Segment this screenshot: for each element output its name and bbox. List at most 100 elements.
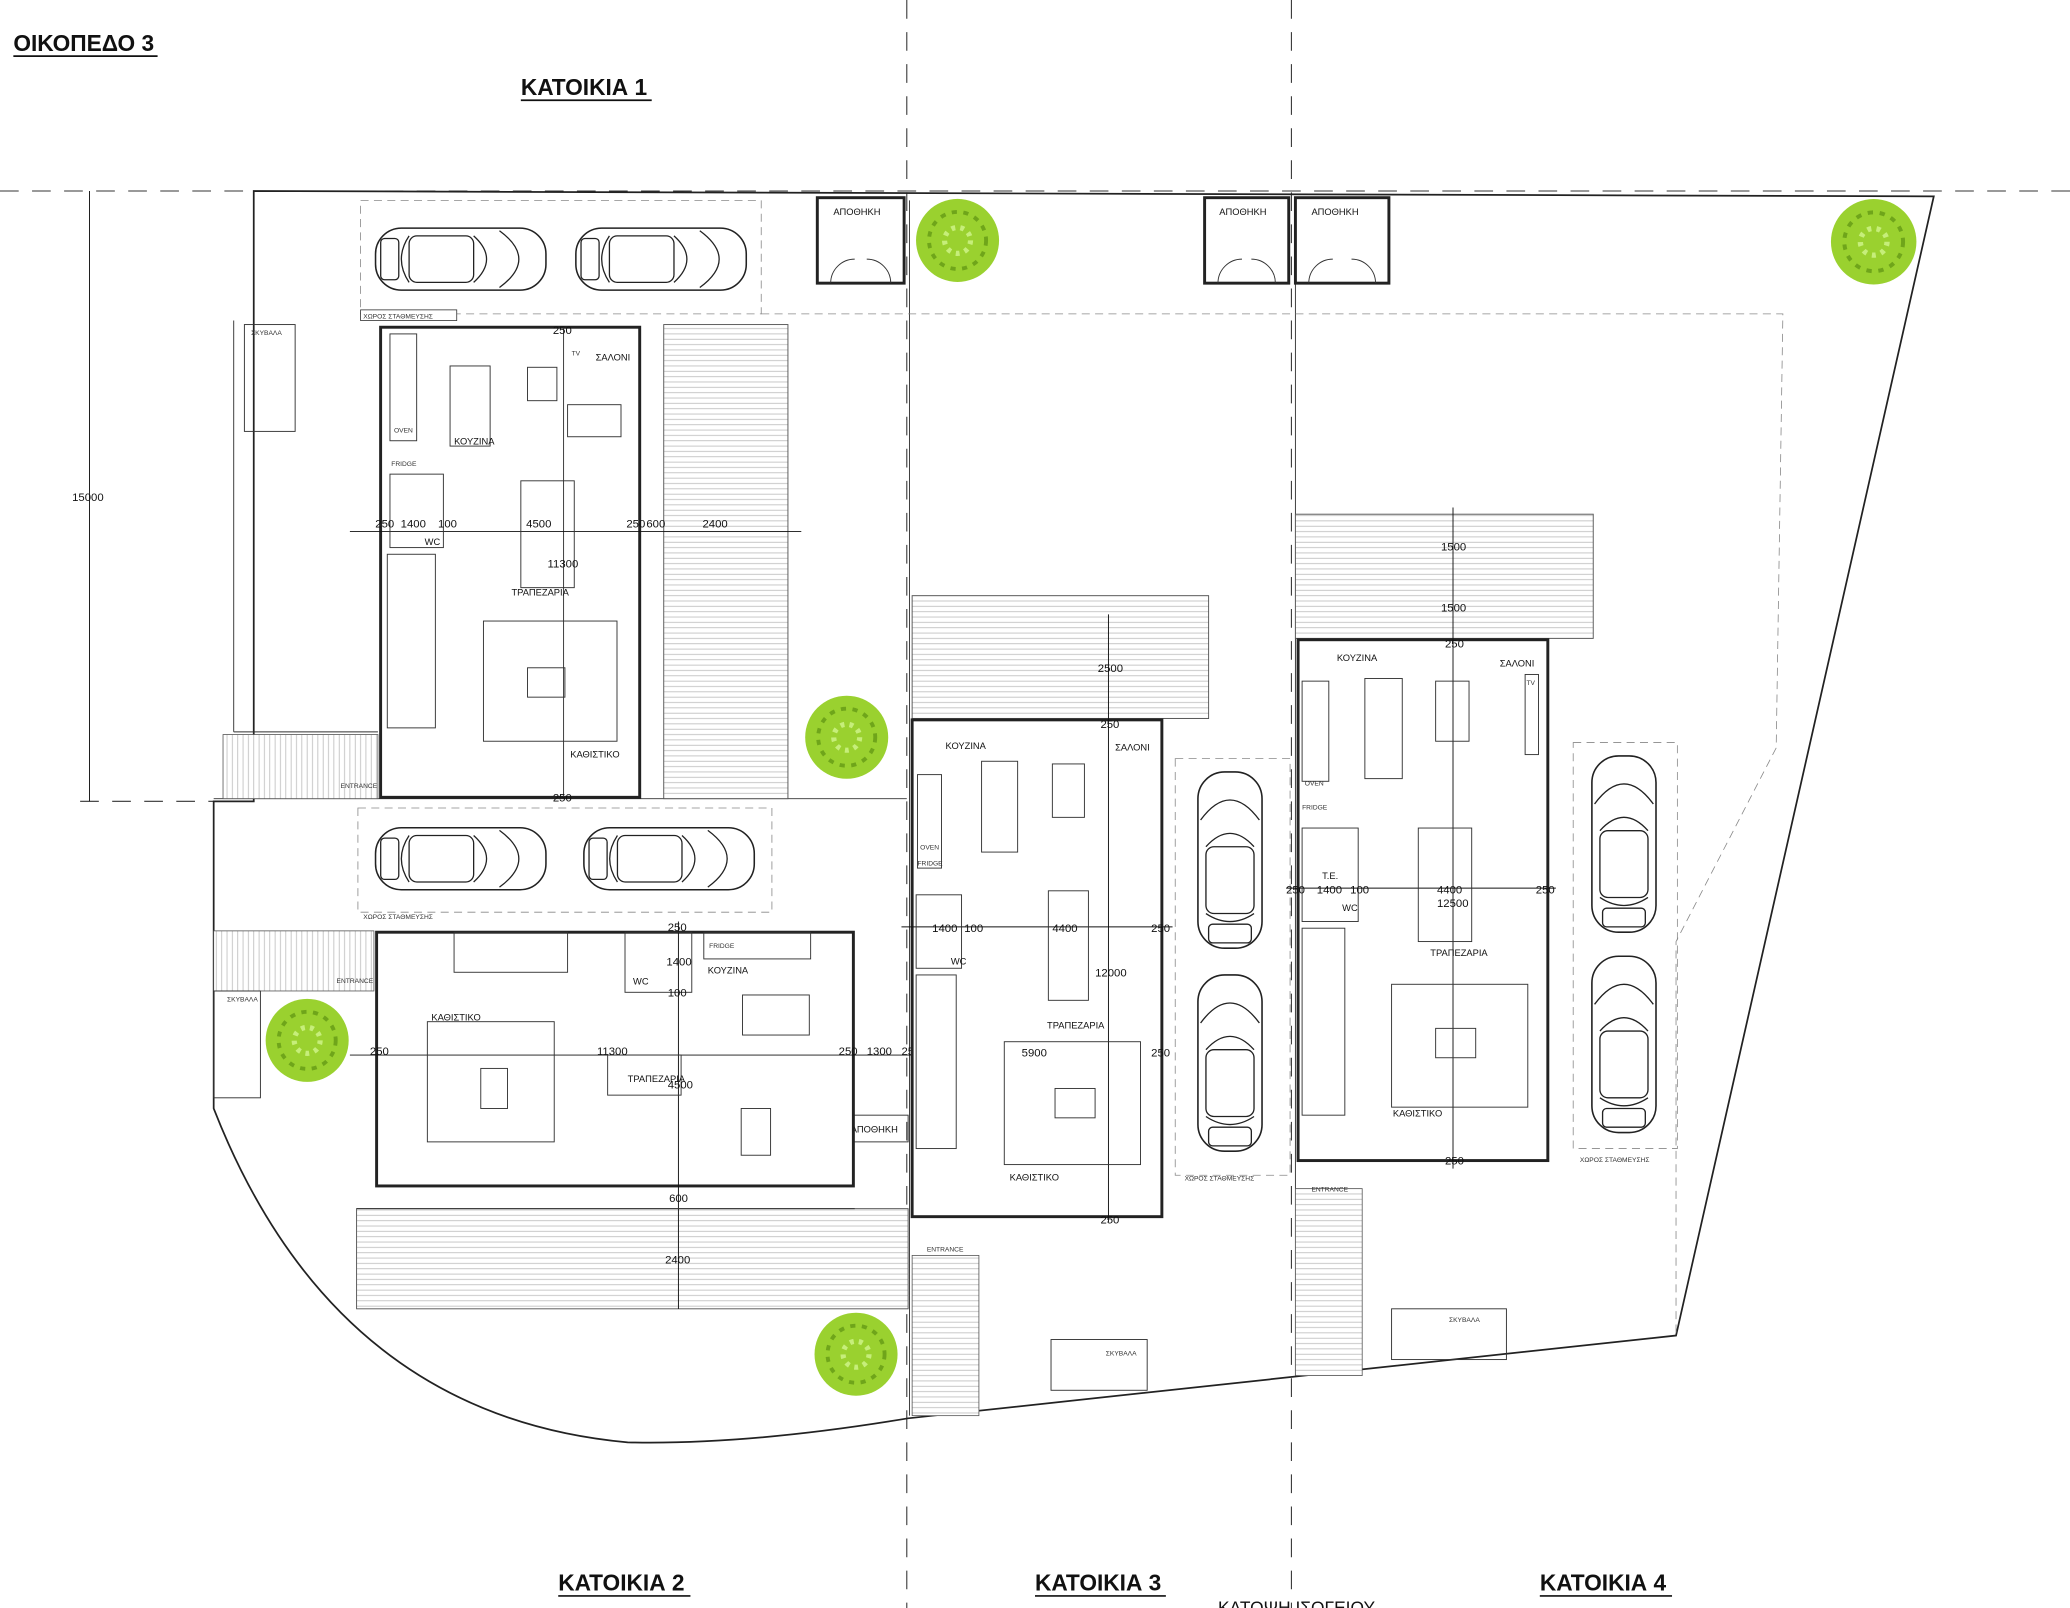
house-1-title: ΚΑΤΟΙΚΙΑ 1 (521, 74, 647, 100)
house-3-dim: 250 (1151, 923, 1170, 935)
house-3-oven: OVEN (920, 844, 939, 851)
house-3-wc: WC (951, 956, 967, 966)
house-1-parking-label-box (360, 309, 458, 321)
house-1-dim: 4500 (526, 519, 551, 531)
house-1-dim: 600 (646, 519, 665, 531)
house-4-dim: 12500 (1437, 898, 1469, 910)
setback-line (761, 313, 1784, 1336)
house-2-dim: 1300 (867, 1046, 892, 1058)
house-2-parking (357, 807, 773, 913)
house-1-tv: TV (572, 350, 581, 357)
house-2-parking-label: ΧΩΡΟΣ ΣΤΑΘΜΕΥΣΗΣ (363, 914, 433, 921)
house-3-dim: 12000 (1095, 967, 1127, 979)
house-4-dim: 4400 (1437, 884, 1462, 896)
house-3-dim: 2500 (1098, 663, 1123, 675)
house-2-dim: 2400 (665, 1254, 690, 1266)
house-1-kitchen: ΚΟΥΖΙΝΑ (454, 437, 495, 447)
plot-title: ΟΙΚΟΠΕΔΟ 3 (13, 30, 154, 56)
car-icon (374, 227, 547, 291)
tree-icon (1831, 199, 1916, 284)
house-4-dim: 1500 (1441, 541, 1466, 553)
house-4-wc: WC (1342, 903, 1358, 913)
house-3-plan (901, 614, 1173, 1223)
house-1-entrance-path (222, 734, 379, 800)
house-3-dim: 100 (964, 923, 983, 935)
house-1-dim: 250 (375, 519, 394, 531)
car-icon (1197, 771, 1263, 950)
house-2-dim: 4500 (668, 1079, 693, 1091)
car-icon (1197, 974, 1263, 1153)
house-3-title: ΚΑΤΟΙΚΙΑ 3 (1035, 1570, 1161, 1596)
house-1-dining: ΤΡΑΠΕΖΑΡΙΑ (511, 588, 569, 598)
house-4-title: ΚΑΤΟΙΚΙΑ 4 (1540, 1570, 1667, 1596)
house-4-dim: 100 (1350, 884, 1369, 896)
house-3-lounge: ΚΑΘΙΣΤΙΚΟ (1010, 1173, 1059, 1183)
house-2-dim: 100 (668, 987, 687, 999)
house-1-dim: 2400 (702, 519, 727, 531)
house-4-fridge: FRIDGE (1302, 804, 1328, 811)
house-2-wc: WC (633, 976, 649, 986)
car-icon (575, 227, 748, 291)
house-1-wc: WC (425, 537, 441, 547)
house-2-dim: 1400 (666, 957, 691, 969)
house-3-fridge: FRIDGE (917, 860, 943, 867)
svg-text:ΑΠΟΘΗΚΗ: ΑΠΟΘΗΚΗ (1311, 207, 1358, 217)
svg-text:ΑΠΟΘΗΚΗ: ΑΠΟΘΗΚΗ (833, 207, 880, 217)
house-4-entrance-path (1295, 1188, 1363, 1376)
house-2-entrance-path (213, 930, 375, 992)
tree-icon (916, 199, 999, 282)
house-3-dim: 1400 (932, 923, 957, 935)
svg-text:ΣΚΥΒΑΛΑ: ΣΚΥΒΑΛΑ (251, 330, 282, 337)
house-4-tv: TV (1526, 680, 1535, 687)
house-2-plan (349, 921, 922, 1309)
house-1-dim: 11300 (548, 559, 579, 571)
house-1-dim: 1400 (401, 519, 426, 531)
svg-text:ΣΚΥΒΑΛΑ: ΣΚΥΒΑΛΑ (1106, 1351, 1137, 1358)
house-2-title: ΚΑΤΟΙΚΙΑ 2 (558, 1570, 684, 1596)
svg-text:ΣΚΥΒΑΛΑ: ΣΚΥΒΑΛΑ (1449, 1317, 1480, 1324)
house-1-dim: 250 (553, 325, 572, 337)
house-2-dining: ΤΡΑΠΕΖΑΡΙΑ (628, 1074, 686, 1084)
house-4-dining: ΤΡΑΠΕΖΑΡΙΑ (1430, 948, 1488, 958)
house-1-lounge: ΚΑΘΙΣΤΙΚΟ (570, 749, 619, 759)
house-3-dining: ΤΡΑΠΕΖΑΡΙΑ (1047, 1020, 1105, 1030)
house-2-kitchen: ΚΟΥΖΙΝΑ (708, 966, 749, 976)
svg-text:ΑΠΟΘΗΚΗ: ΑΠΟΘΗΚΗ (851, 1125, 898, 1135)
house-4-kitchen: ΚΟΥΖΙΝΑ (1337, 653, 1378, 663)
house-2-dim: 600 (669, 1193, 688, 1205)
car-icon (1591, 955, 1657, 1134)
car-icon (374, 826, 547, 891)
storage-1: ΑΠΟΘΗΚΗ (815, 196, 906, 285)
house-2-deck (356, 1208, 909, 1310)
house-1-plan (349, 325, 802, 799)
storage-3: ΑΠΟΘΗΚΗ (1203, 196, 1291, 285)
tree-icon (805, 696, 888, 779)
house-2-fridge: FRIDGE (709, 943, 735, 950)
house-1-entrance: ENTRANCE (341, 783, 378, 790)
house-4-dim: 1500 (1441, 603, 1466, 615)
house-1-oven: OVEN (394, 428, 413, 435)
house-4-bins: ΣΚΥΒΑΛΑ (1391, 1308, 1507, 1361)
overall-dimension: 15000 (72, 492, 104, 504)
house-3-dim: 250 (1100, 719, 1119, 731)
plot-boundary (212, 190, 1935, 1444)
house-3-deck (911, 595, 1210, 719)
tree-icon (815, 1313, 898, 1396)
house-3-parking-label: ΧΩΡΟΣ ΣΤΑΘΜΕΥΣΗΣ (1185, 1176, 1255, 1183)
house-4-oven: OVEN (1305, 780, 1324, 787)
house-4-parking (1572, 742, 1678, 1149)
house-3-dim: 4400 (1052, 923, 1077, 935)
house-1-dim: 250 (553, 792, 572, 804)
house-4-entrance: ENTRANCE (1311, 1186, 1348, 1193)
house-4-dim: 250 (1536, 884, 1555, 896)
drawing-title: ΚΑΤΟΨΗ ΙΣΟΓΕΙΟΥ (1218, 1597, 1375, 1608)
house-3-parking (1174, 758, 1291, 1176)
house-3-kitchen: ΚΟΥΖΙΝΑ (946, 741, 987, 751)
svg-text:ΑΠΟΘΗΚΗ: ΑΠΟΘΗΚΗ (1219, 207, 1266, 217)
house-2-bins: ΣΚΥΒΑΛΑ (213, 990, 261, 1099)
house-2-dim: 11300 (597, 1046, 628, 1058)
house-4-dim: 1400 (1317, 884, 1342, 896)
house-4-lounge: ΚΑΘΙΣΤΙΚΟ (1393, 1109, 1442, 1119)
storage-2: ΑΠΟΘΗΚΗ (851, 1114, 909, 1143)
